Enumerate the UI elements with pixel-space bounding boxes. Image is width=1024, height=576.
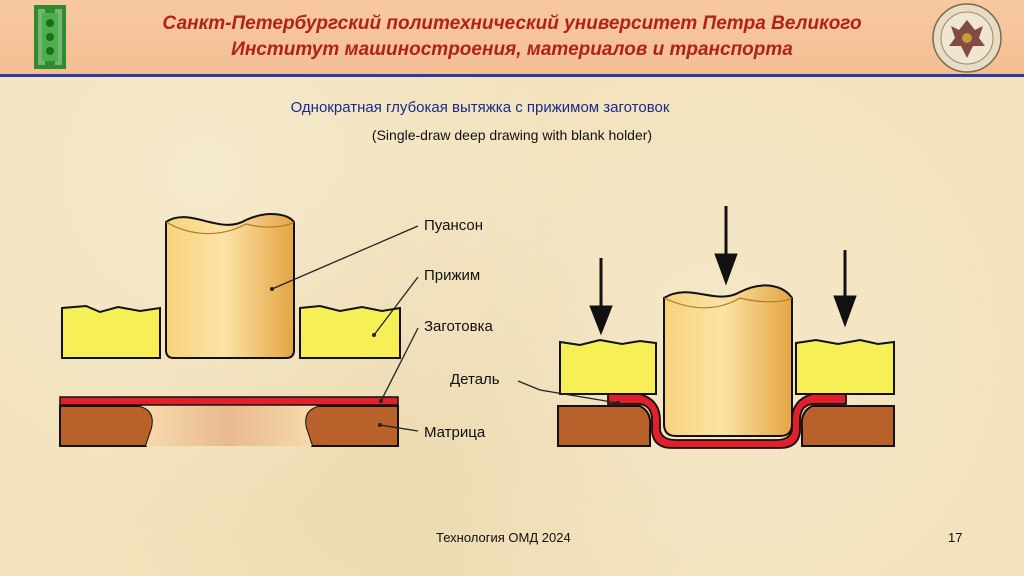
force-arrow-left (589, 258, 613, 336)
right-assembly (557, 206, 895, 449)
force-arrow-center (714, 206, 738, 286)
label-punch: Пуансон (424, 217, 484, 234)
right-punch (663, 284, 793, 437)
left-punch (165, 213, 295, 359)
footer-text: Технология ОМД 2024 (436, 530, 571, 545)
right-holder-right (795, 338, 895, 395)
label-holder: Прижим (424, 267, 481, 284)
right-die-left (557, 405, 652, 447)
slide-subtitle: (Single-draw deep drawing with blank hol… (371, 127, 653, 143)
header-bar (0, 0, 1024, 74)
label-blank: Заготовка (424, 318, 493, 335)
left-die-cavity (140, 406, 318, 446)
left-assembly (59, 213, 401, 447)
leader-lines (271, 225, 619, 432)
label-die: Матрица (424, 424, 486, 441)
page-number: 17 (948, 530, 963, 545)
right-holder-left (559, 338, 657, 395)
right-die-right (800, 405, 895, 447)
left-holder-left (61, 304, 161, 359)
slide-title: Однократная глубокая вытяжка с прижимом … (290, 99, 670, 116)
force-arrow-right (833, 250, 857, 328)
university-emblem-icon (932, 3, 1002, 73)
left-die-left (59, 405, 154, 447)
header-institute-name: Институт машиностроения, материалов и тр… (231, 39, 793, 60)
header-university-name: Санкт-Петербургский политехнический унив… (162, 13, 862, 34)
label-part: Деталь (450, 371, 500, 388)
right-part (607, 393, 847, 449)
institute-logo-icon (34, 5, 66, 69)
header-divider (0, 74, 1024, 77)
left-holder-right (299, 304, 401, 359)
left-blank (59, 396, 399, 406)
